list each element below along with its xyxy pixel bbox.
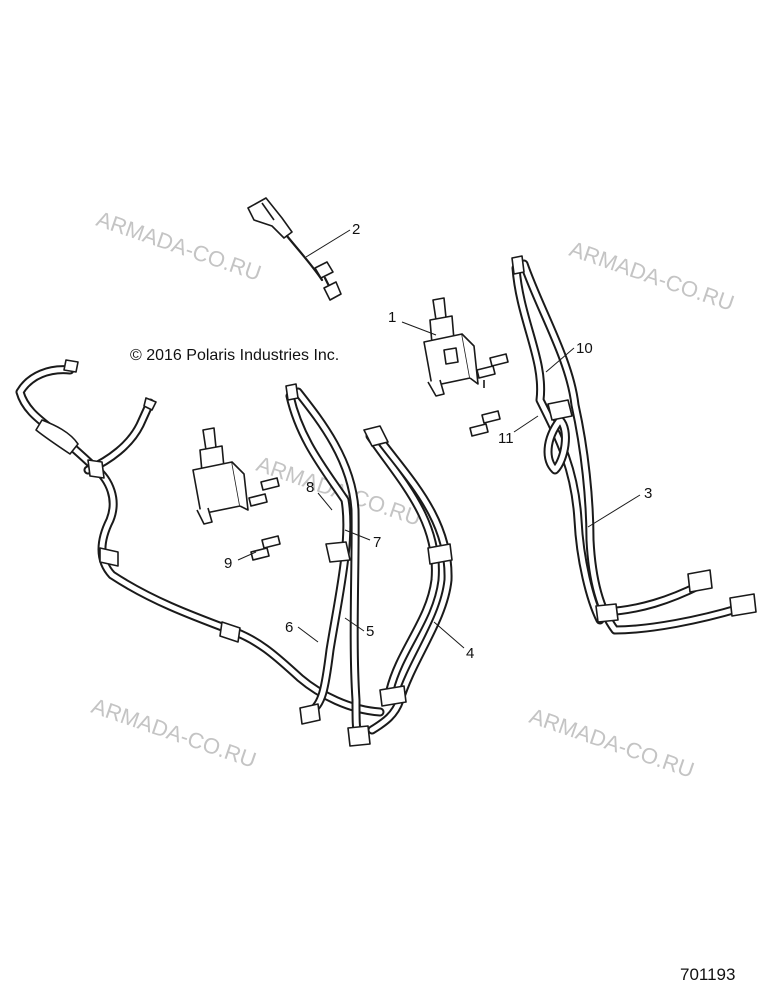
part-1-relay-module <box>423 297 479 397</box>
part-1-fasteners <box>469 353 509 437</box>
part-2-sensor-harness <box>247 197 342 301</box>
leader-lines <box>237 229 641 649</box>
document-number: 701193 <box>680 965 735 984</box>
copyright-notice: © 2016 Polaris Industries Inc. <box>130 347 339 364</box>
callout-8: 8 <box>306 479 314 496</box>
callout-5: 5 <box>366 623 374 640</box>
watermark-bottom-left: ARMADA-CO.RU <box>88 693 259 773</box>
callout-11: 11 <box>498 430 514 447</box>
callout-2: 2 <box>352 221 360 238</box>
callout-6: 6 <box>285 619 293 636</box>
right-harness <box>511 255 757 635</box>
watermark-bottom-right: ARMADA-CO.RU <box>526 703 697 783</box>
watermark-top-left: ARMADA-CO.RU <box>93 206 264 286</box>
main-harness <box>15 359 385 717</box>
callouts: 2 1 10 11 3 8 7 9 6 5 4 <box>224 221 652 662</box>
callout-3: 3 <box>644 485 652 502</box>
callout-1: 1 <box>388 309 396 326</box>
center-cables <box>285 383 453 747</box>
part-9-relay-module <box>192 427 281 561</box>
callout-7: 7 <box>373 534 381 551</box>
watermark-top-right: ARMADA-CO.RU <box>566 236 737 316</box>
callout-4: 4 <box>466 645 474 662</box>
callout-10: 10 <box>576 340 593 357</box>
callout-9: 9 <box>224 555 232 572</box>
